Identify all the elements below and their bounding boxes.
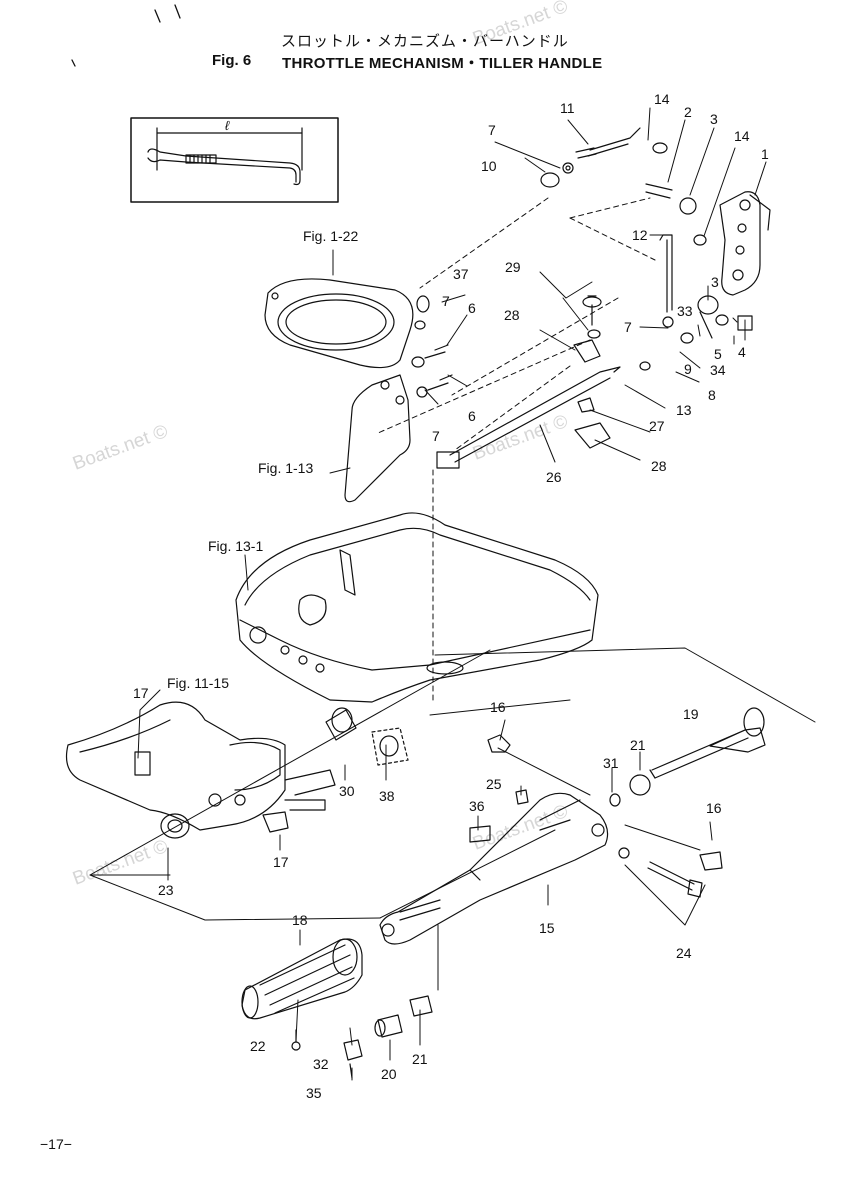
part-number-37: 37 <box>453 266 469 282</box>
part-number-5: 5 <box>714 346 722 362</box>
part-number-20: 20 <box>381 1066 397 1082</box>
part-number-13: 13 <box>676 402 692 418</box>
assembly-guide-lines <box>377 197 656 701</box>
tiller-handle-arm <box>379 792 609 945</box>
fig-ref-11-15: Fig. 11-15 <box>167 675 229 691</box>
part-number-30: 30 <box>339 783 355 799</box>
fig-ref-1-22: Fig. 1-22 <box>303 228 359 244</box>
fig-ref-1-13: Fig. 1-13 <box>258 460 314 476</box>
part-number-3: 3 <box>711 274 719 290</box>
part-number-7: 7 <box>432 428 440 444</box>
throttle-grip <box>241 938 363 1020</box>
title-english: THROTTLE MECHANISM・TILLER HANDLE <box>282 55 603 72</box>
part-number-12: 12 <box>632 227 648 243</box>
part-number-7: 7 <box>624 319 632 335</box>
throttle-arm-assembly <box>719 191 771 296</box>
bolts-and-nuts <box>469 734 723 898</box>
part-number-21: 21 <box>412 1051 428 1067</box>
part-number-33: 33 <box>677 303 693 319</box>
part-number-6: 6 <box>468 408 476 424</box>
part-number-16: 16 <box>706 800 722 816</box>
part-number-14: 14 <box>654 91 670 107</box>
page-number: −17− <box>40 1136 72 1152</box>
part-number-7: 7 <box>488 122 496 138</box>
part-number-1: 1 <box>761 146 769 162</box>
part-number-25: 25 <box>486 776 502 792</box>
part-number-14: 14 <box>734 128 750 144</box>
fig-ref-13-1: Fig. 13-1 <box>208 538 264 554</box>
part-number-21: 21 <box>630 737 646 753</box>
part-number-36: 36 <box>469 798 485 814</box>
throttle-collar-parts <box>160 707 409 839</box>
cable-length-inset <box>130 117 339 203</box>
part-number-35: 35 <box>306 1085 322 1101</box>
lower-cowling-fig-13-1 <box>235 512 599 703</box>
part-number-3: 3 <box>710 111 718 127</box>
part-number-11: 11 <box>560 100 575 116</box>
part-number-16: 16 <box>490 699 506 715</box>
part-number-8: 8 <box>708 387 716 403</box>
scan-marks <box>71 4 181 67</box>
part-number-27: 27 <box>649 418 665 434</box>
part-number-17: 17 <box>133 685 149 701</box>
part-number-28: 28 <box>504 307 520 323</box>
part-number-29: 29 <box>505 259 521 275</box>
leader-lines <box>89 107 816 1081</box>
part-number-28: 28 <box>651 458 667 474</box>
part-number-32: 32 <box>313 1056 329 1072</box>
cable-length-label: ℓ <box>225 118 230 133</box>
part-number-4: 4 <box>738 344 746 360</box>
part-number-24: 24 <box>676 945 692 961</box>
part-number-6: 6 <box>468 300 476 316</box>
part-number-38: 38 <box>379 788 395 804</box>
part-number-34: 34 <box>710 362 726 378</box>
part-number-10: 10 <box>481 158 497 174</box>
part-number-22: 22 <box>250 1038 266 1054</box>
title-japanese: スロットル・メカニズム・バーハンドル <box>281 32 569 50</box>
fasteners <box>411 142 753 449</box>
part-number-19: 19 <box>683 706 699 722</box>
tiller-bracket-fig-11-15 <box>65 701 336 831</box>
part-number-31: 31 <box>603 755 619 771</box>
part-number-2: 2 <box>684 104 692 120</box>
part-number-15: 15 <box>539 920 555 936</box>
part-number-23: 23 <box>158 882 174 898</box>
part-number-26: 26 <box>546 469 562 485</box>
part-number-9: 9 <box>684 361 692 377</box>
part-number-7: 7 <box>442 293 450 309</box>
throttle-link-rod <box>436 127 673 469</box>
throttle-shaft <box>649 707 766 779</box>
figure-number: Fig. 6 <box>212 52 252 69</box>
part-number-17: 17 <box>273 854 289 870</box>
grip-fitting-parts <box>291 995 433 1079</box>
mount-ring-fig-1-22 <box>264 278 414 369</box>
bracket-fig-1-13 <box>344 374 411 503</box>
part-number-18: 18 <box>292 912 308 928</box>
